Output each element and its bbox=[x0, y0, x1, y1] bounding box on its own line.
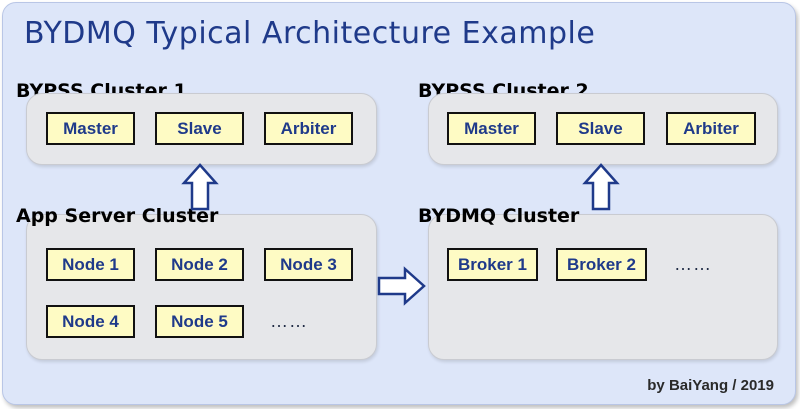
broker-2-node: Broker 2 bbox=[556, 248, 647, 281]
bydmq-cluster-box bbox=[428, 214, 778, 360]
bypss1-master-node: Master bbox=[46, 112, 135, 145]
author-credit: by BaiYang / 2019 bbox=[647, 377, 774, 394]
up-arrow-icon bbox=[181, 163, 219, 211]
app-node-5: Node 5 bbox=[155, 305, 244, 338]
broker-1-node: Broker 1 bbox=[447, 248, 538, 281]
app-node-1: Node 1 bbox=[46, 248, 135, 281]
app-server-cluster-box bbox=[26, 214, 377, 360]
bypss1-arbiter-node: Arbiter bbox=[264, 112, 353, 145]
bypss2-slave-node: Slave bbox=[556, 112, 645, 145]
app-more-ellipsis: …… bbox=[270, 311, 308, 331]
bypss2-arbiter-node: Arbiter bbox=[666, 112, 756, 145]
bypss2-master-node: Master bbox=[447, 112, 536, 145]
bydmq-more-ellipsis: …… bbox=[674, 254, 712, 274]
app-node-2: Node 2 bbox=[155, 248, 244, 281]
right-arrow-icon bbox=[377, 266, 426, 306]
bypss1-slave-node: Slave bbox=[155, 112, 244, 145]
up-arrow-icon bbox=[582, 163, 620, 211]
app-node-4: Node 4 bbox=[46, 305, 135, 338]
bydmq-cluster-label: BYDMQ Cluster bbox=[418, 205, 580, 227]
diagram-title: BYDMQ Typical Architecture Example bbox=[24, 16, 596, 51]
app-server-cluster-label: App Server Cluster bbox=[16, 205, 219, 227]
app-node-3: Node 3 bbox=[264, 248, 353, 281]
